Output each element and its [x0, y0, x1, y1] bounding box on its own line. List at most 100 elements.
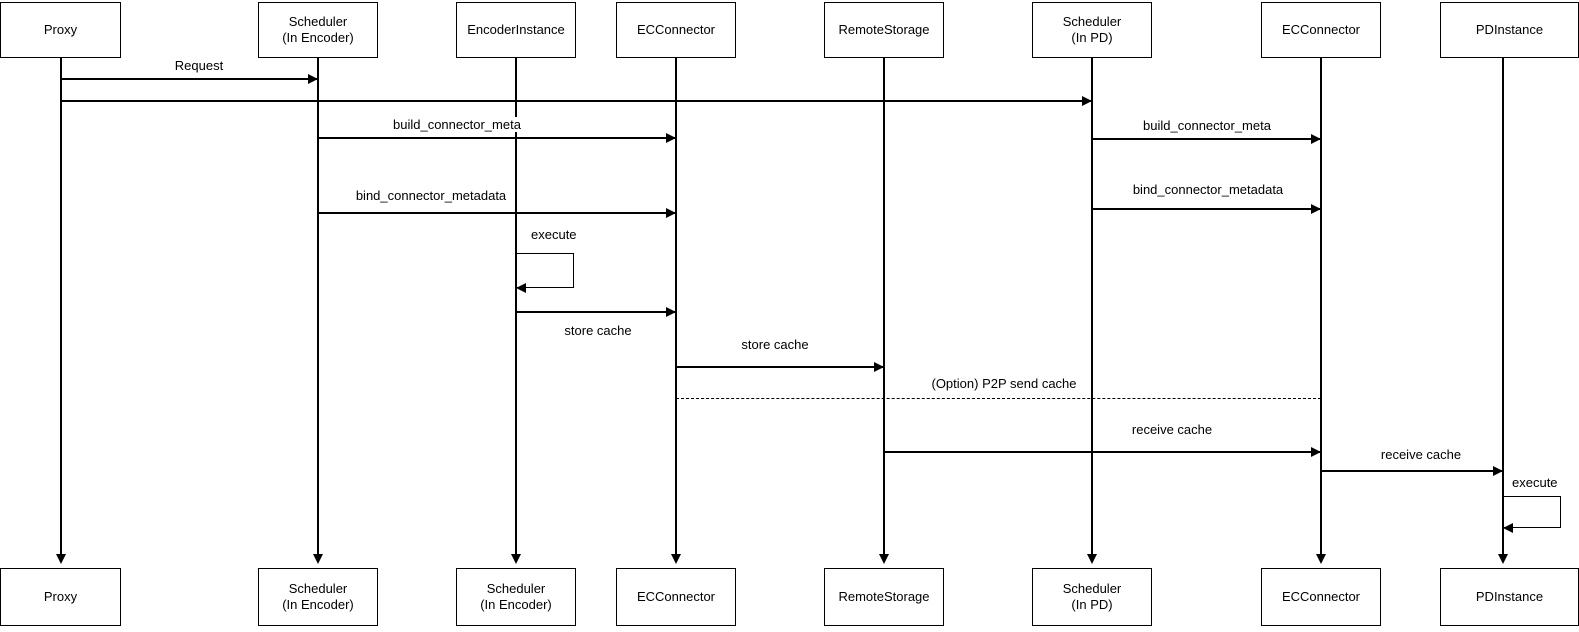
participant-label-line1-pd_inst_b: PDInstance	[1475, 588, 1544, 604]
participant-box-ecconn_enc_b[interactable]: ECConnector	[616, 568, 736, 626]
participant-label-sched_pd: Scheduler(In PD)	[1063, 14, 1122, 47]
message-label-m6: bind_connector_metadata	[1129, 182, 1287, 197]
participant-box-sched_enc_b[interactable]: Scheduler(In Encoder)	[258, 568, 378, 626]
participant-label-line1-encoder_inst: EncoderInstance	[467, 21, 565, 37]
participant-box-sched_pd_b[interactable]: Scheduler(In PD)	[1032, 568, 1152, 626]
message-line-m7[interactable]	[516, 311, 676, 313]
participant-label-line1-remote_store_b: RemoteStorage	[838, 588, 930, 604]
message-arrow-m8	[874, 362, 884, 372]
participant-box-sched_pd[interactable]: Scheduler(In PD)	[1032, 2, 1152, 58]
participant-label-encoder_inst: EncoderInstance	[467, 22, 565, 38]
self-message-loop-s1[interactable]	[516, 253, 574, 288]
message-arrow-m2	[1082, 96, 1092, 106]
message-label-m7: store cache	[561, 323, 635, 338]
message-line-m4[interactable]	[1092, 138, 1321, 140]
lifeline-end-arrow-pd_inst	[1498, 554, 1508, 564]
message-arrow-m6	[1311, 204, 1321, 214]
participant-box-pd_inst[interactable]: PDInstance	[1440, 2, 1579, 58]
self-message-label-s2: execute	[1509, 475, 1561, 490]
participant-label-line1-ecconn_pd_b: ECConnector	[1281, 588, 1361, 604]
message-label-m10: receive cache	[1128, 422, 1216, 437]
message-line-m1[interactable]	[61, 78, 318, 80]
participant-label-proxy: Proxy	[44, 22, 77, 38]
participant-label-line2-sched_enc: (In Encoder)	[282, 30, 354, 45]
participant-label-line2-sched_pd: (In PD)	[1071, 30, 1113, 45]
lifeline-end-arrow-sched_pd	[1087, 554, 1097, 564]
participant-label-sched_enc_b: Scheduler(In Encoder)	[282, 581, 354, 614]
lifeline-end-arrow-proxy	[56, 554, 66, 564]
participant-box-sched_enc[interactable]: Scheduler(In Encoder)	[258, 2, 378, 58]
lifeline-end-arrow-sched_enc	[313, 554, 323, 564]
participant-label-line1-sched_pd: Scheduler	[1062, 13, 1122, 29]
lifeline-pd_inst	[1502, 58, 1504, 556]
participant-label-line1-sched_enc_b: Scheduler	[288, 580, 348, 596]
participant-box-ecconn_pd_b[interactable]: ECConnector	[1261, 568, 1381, 626]
self-message-arrow-s1	[516, 283, 526, 293]
participant-label-line2-sched_pd_b: (In PD)	[1071, 597, 1113, 612]
message-label-m5: bind_connector_metadata	[352, 188, 510, 203]
message-label-m1: Request	[171, 58, 227, 73]
participant-box-remote_store_b[interactable]: RemoteStorage	[824, 568, 944, 626]
lifeline-proxy	[60, 58, 62, 556]
participant-label-line1-ecconn_enc_b: ECConnector	[636, 588, 716, 604]
participant-label-line2-sched_enc_b: (In Encoder)	[282, 597, 354, 612]
participant-box-encoder_inst[interactable]: EncoderInstance	[456, 2, 576, 58]
participant-label-ecconn_pd_b: ECConnector	[1282, 589, 1360, 605]
lifeline-remote_store	[883, 58, 885, 556]
message-arrow-m4	[1311, 134, 1321, 144]
message-line-m6[interactable]	[1092, 208, 1321, 210]
lifeline-end-arrow-ecconn_pd	[1316, 554, 1326, 564]
self-message-label-s1: execute	[528, 227, 580, 242]
participant-box-ecconn_enc[interactable]: ECConnector	[616, 2, 736, 58]
participant-label-sched_pd_b: Scheduler(In PD)	[1063, 581, 1122, 614]
participant-label-line1-remote_store: RemoteStorage	[838, 21, 930, 37]
message-label-m9: (Option) P2P send cache	[928, 376, 1080, 391]
message-line-m11[interactable]	[1321, 470, 1503, 472]
message-label-m8: store cache	[738, 337, 812, 352]
participant-label-ecconn_enc: ECConnector	[637, 22, 715, 38]
message-arrow-m10	[1311, 447, 1321, 457]
message-arrow-m3	[666, 133, 676, 143]
participant-label-pd_inst_b: PDInstance	[1476, 589, 1543, 605]
participant-label-ecconn_enc_b: ECConnector	[637, 589, 715, 605]
participant-label-sched_enc_b2: Scheduler(In Encoder)	[480, 581, 552, 614]
participant-label-line1-ecconn_pd: ECConnector	[1281, 21, 1361, 37]
participant-label-proxy_b: Proxy	[44, 589, 77, 605]
self-message-loop-s2[interactable]	[1503, 496, 1561, 528]
message-line-m9[interactable]	[676, 398, 1321, 399]
message-line-m2[interactable]	[61, 100, 1092, 102]
self-message-arrow-s2	[1503, 523, 1513, 533]
message-label-m11: receive cache	[1377, 447, 1465, 462]
message-line-m8[interactable]	[676, 366, 884, 368]
message-label-m3: build_connector_meta	[390, 117, 524, 132]
lifeline-end-arrow-remote_store	[879, 554, 889, 564]
lifeline-end-arrow-encoder_inst	[511, 554, 521, 564]
participant-box-proxy[interactable]: Proxy	[0, 2, 121, 58]
lifeline-ecconn_pd	[1320, 58, 1322, 556]
participant-label-line1-pd_inst: PDInstance	[1475, 21, 1544, 37]
participant-box-proxy_b[interactable]: Proxy	[0, 568, 121, 626]
message-line-m5[interactable]	[318, 212, 676, 214]
participant-box-remote_store[interactable]: RemoteStorage	[824, 2, 944, 58]
lifeline-sched_pd	[1091, 58, 1093, 556]
participant-label-line1-proxy_b: Proxy	[43, 588, 78, 604]
participant-label-pd_inst: PDInstance	[1476, 22, 1543, 38]
participant-label-sched_enc: Scheduler(In Encoder)	[282, 14, 354, 47]
participant-label-line1-sched_enc: Scheduler	[288, 13, 348, 29]
lifeline-encoder_inst	[515, 58, 517, 556]
participant-box-ecconn_pd[interactable]: ECConnector	[1261, 2, 1381, 58]
message-line-m10[interactable]	[884, 451, 1321, 453]
message-arrow-m11	[1493, 466, 1503, 476]
message-line-m3[interactable]	[318, 137, 676, 139]
participant-label-line1-sched_pd_b: Scheduler	[1062, 580, 1122, 596]
participant-label-line1-proxy: Proxy	[43, 21, 78, 37]
participant-label-line2-sched_enc_b2: (In Encoder)	[480, 597, 552, 612]
message-arrow-m7	[666, 307, 676, 317]
participant-label-remote_store: RemoteStorage	[838, 22, 929, 38]
lifeline-sched_enc	[317, 58, 319, 556]
participant-box-sched_enc_b2[interactable]: Scheduler(In Encoder)	[456, 568, 576, 626]
participant-label-remote_store_b: RemoteStorage	[838, 589, 929, 605]
message-arrow-m1	[308, 74, 318, 84]
participant-box-pd_inst_b[interactable]: PDInstance	[1440, 568, 1579, 626]
